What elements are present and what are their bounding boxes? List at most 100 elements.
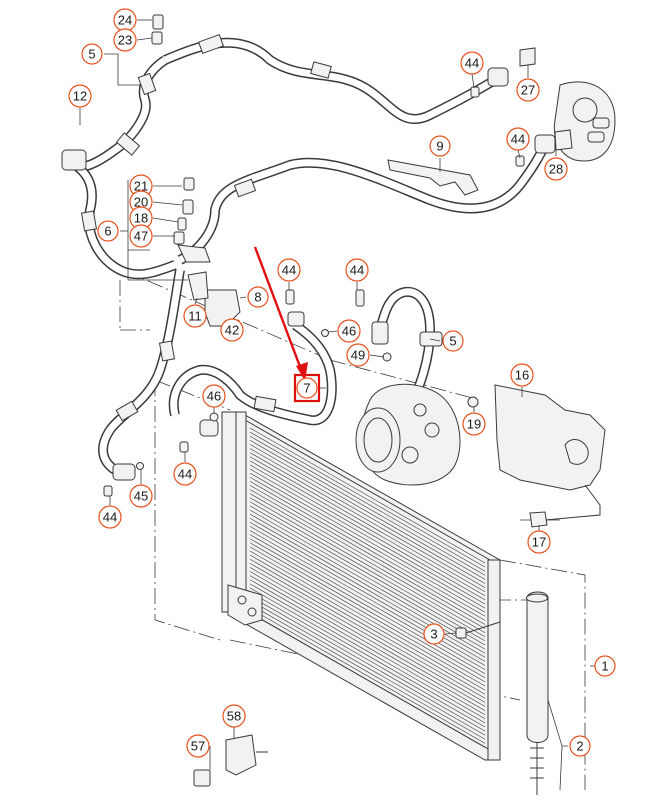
callout-circle [186,734,210,758]
condenser-fin-line [249,530,486,666]
callout-label: 18 [134,211,148,226]
callout-circle [337,319,361,343]
callout-label: 47 [134,229,148,244]
small-parts [103,14,573,787]
callout-circle [442,330,464,352]
callout-circle [98,505,122,529]
callout-circle [346,343,370,367]
callout-2: 2 [569,735,591,757]
callout-label: 19 [467,417,481,432]
callout-17: 17 [527,530,551,554]
callout-label: 28 [549,162,563,177]
highlight-annotation [253,246,321,403]
callout-57: 57 [186,734,210,758]
condenser-fin-line [249,546,486,683]
condenser-fin-line [249,431,486,568]
callout-label: 20 [134,195,148,210]
callout-label: 21 [134,179,148,194]
callout-58: 58 [222,704,246,728]
callout-label: 5 [88,47,95,62]
callout-11: 11 [183,304,207,328]
callout-24: 24 [113,8,137,32]
callout-circle [506,127,530,151]
callout-circle [247,286,269,308]
callout-label: 46 [342,324,356,339]
condenser-fin-line [249,538,486,674]
callout-circle [129,484,153,508]
callout-circle [68,84,92,108]
callout-circle [173,462,197,486]
condenser-fin-line [249,493,486,629]
condenser-fins [249,427,486,748]
condenser-fin-line [249,489,486,625]
callout-circle [296,377,318,399]
condenser-fin-line [249,501,486,638]
pipe-middle [177,134,556,265]
callout-circle [97,220,119,242]
callout-circle [183,304,207,328]
callout-49: 49 [346,343,370,367]
condenser-fin-line [249,464,486,601]
condenser-fin-line [249,468,486,605]
callout-label: 44 [511,132,525,147]
callout-8: 8 [247,286,269,308]
highlight-arrow [253,246,304,373]
callout-7: 7 [296,377,318,399]
callout-circle [345,258,369,282]
highlight-arrowhead [296,362,308,381]
callout-circle [510,363,534,387]
callout-12: 12 [68,84,92,108]
hose-7 [168,311,337,437]
condenser-fin-line [249,460,486,597]
condenser-fin-line [249,534,486,670]
condenser-fin-line [249,448,486,584]
callout-circle [113,28,137,52]
callout-label: 17 [532,535,546,550]
condenser-fin-line [249,476,486,613]
condenser-fin-line [249,608,486,744]
highlight-box [293,373,321,403]
callout-circle [81,43,103,65]
callout-label: 9 [436,139,443,154]
condenser-fin-line [249,452,486,588]
condenser [221,411,501,761]
condenser-fin-line [249,481,486,617]
callout-circle [220,318,244,342]
callout-label: 6 [104,224,111,239]
callout-label: 57 [191,739,205,754]
callout-label: 7 [303,381,310,396]
callout-6: 6 [97,220,119,242]
callout-circle [429,135,451,157]
callout-circle [423,623,445,645]
callout-9: 9 [429,135,451,157]
condenser-fin-line [249,579,486,715]
condenser-fin-line [249,571,486,707]
callout-5: 5 [442,330,464,352]
callout-circle [462,412,486,436]
callout-label: 58 [227,709,241,724]
condenser-fin-line [249,472,486,609]
condenser-fin-line [249,513,486,650]
callout-label: 42 [225,323,239,338]
callout-circle [527,530,551,554]
condenser-fin-line [249,522,486,658]
callout-label: 46 [207,389,221,404]
callout-label: 3 [430,627,437,642]
callout-circle [202,384,226,408]
callout-label: 16 [515,368,529,383]
callout-16: 16 [510,363,534,387]
condenser-fin-line [249,505,486,642]
bracket-9 [387,159,479,196]
callout-circle [516,78,540,102]
callout-44: 44 [98,505,122,529]
callout-44: 44 [173,462,197,486]
callout-circle [544,157,568,181]
condenser-fin-line [249,435,486,572]
condenser-fin-line [249,550,486,687]
condenser-fin-line [249,575,486,711]
callout-circle [129,224,153,248]
callout-label: 5 [449,334,456,349]
condenser-fin-line [249,444,486,580]
